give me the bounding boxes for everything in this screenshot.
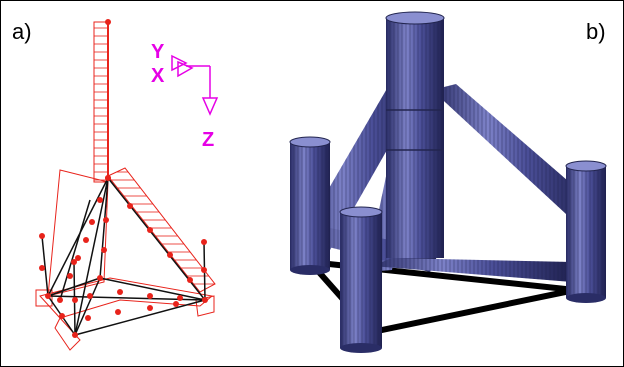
axis-label-x: X — [151, 65, 165, 87]
axis-label-z: Z — [202, 129, 214, 151]
mesh-nodes — [39, 175, 208, 338]
axis-triad: Y X Z — [151, 41, 219, 151]
panel-b-label: b) — [586, 19, 606, 44]
central-column — [385, 11, 445, 258]
panel-a-label: a) — [12, 19, 32, 44]
axis-label-y: Y — [151, 41, 165, 63]
wireframe-model: Y X Z — [35, 19, 219, 351]
leg-right — [565, 160, 607, 303]
leg-front — [339, 206, 383, 353]
leg-left-rear — [289, 136, 331, 275]
frame-lines — [41, 177, 206, 336]
